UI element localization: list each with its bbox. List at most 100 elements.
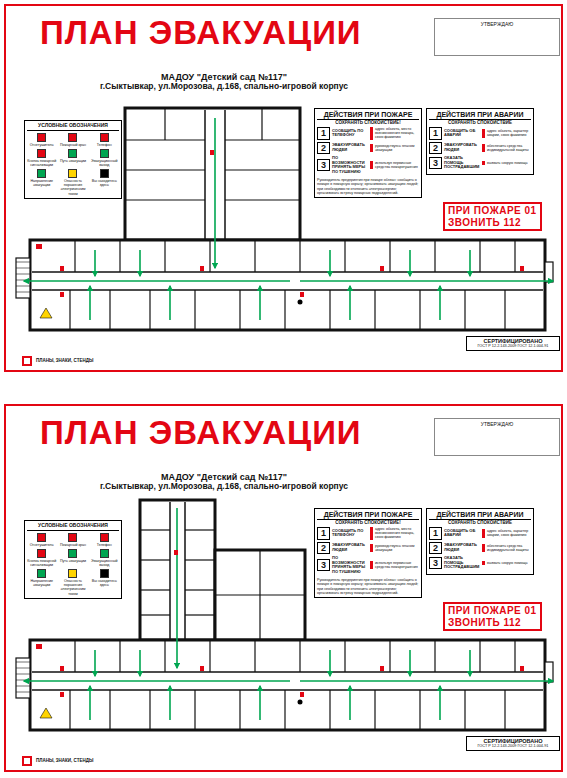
wall [261, 108, 262, 140]
electric-hazard-symbol [40, 708, 52, 718]
body-text: ЭВАКУИРОВАТЬ ЛЮДЕЙ [444, 143, 480, 152]
wall [389, 240, 390, 272]
stair-step [16, 668, 30, 669]
body-text: вызвать скорую помощь [482, 161, 531, 165]
wall [125, 169, 205, 170]
wall [224, 110, 226, 240]
legend-text: Телефон [97, 543, 112, 547]
evacuation-arrow [94, 650, 96, 676]
body-text: ОКАЗАТЬ ПОМОЩЬ ПОСТРАДАВШИМ [444, 156, 480, 170]
logo-mark [24, 758, 30, 764]
heading-text: 1 [429, 527, 442, 539]
body-text: вызвать скорую помощь [482, 561, 531, 565]
wall [514, 240, 515, 272]
stair-step [16, 268, 30, 269]
legend-box: УСЛОВНЫЕ ОБОЗНАЧЕНИЯОгнетушительПожарный… [24, 520, 122, 599]
wall [185, 529, 215, 530]
action-step: 1СООБЩИТЬ ОБ АВАРИИадрес объекта, характ… [429, 127, 531, 139]
legend-text: Пожарный кран [60, 543, 86, 547]
wall [109, 290, 110, 330]
wall [284, 290, 285, 330]
wall-outline [215, 550, 305, 640]
evacuation-arrow [329, 650, 331, 676]
legend-text: Направление эвакуации [27, 579, 56, 587]
wall [434, 240, 435, 272]
wall [185, 559, 215, 560]
evacuation-arrow [409, 650, 411, 676]
body-text: обеспечить средства индивидуальной защит… [482, 544, 531, 552]
action-step: 2ЭВАКУИРОВАТЬ ЛЮДЕЙруководствуясь планом… [317, 542, 419, 554]
evacuation-arrow [439, 286, 441, 320]
evacuation-arrow [349, 686, 351, 720]
phone-symbol [36, 244, 42, 249]
wall [194, 290, 195, 330]
legend-text: Путь эвакуации [60, 559, 86, 563]
wall [504, 690, 505, 730]
legend-swatch [100, 133, 109, 142]
evacuation-arrow [169, 286, 171, 320]
heading-text: 2 [429, 142, 442, 154]
wall [344, 640, 345, 672]
body-text: г.Сыктывкар, ул.Морозова, д.168, спально… [34, 482, 414, 492]
wall [32, 271, 543, 273]
action-step: 3ОКАЗАТЬ ПОМОЩЬ ПОСТРАДАВШИМвызвать скор… [429, 156, 531, 170]
wall [209, 640, 210, 672]
you-are-here-dot [298, 300, 303, 305]
action-step: 1СООБЩИТЬ ПО ТЕЛЕФОНУадрес объекта, мест… [317, 527, 419, 539]
body-text: ЭВАКУИРОВАТЬ ЛЮДЕЙ [444, 543, 480, 552]
fire-actions-box: ДЕЙСТВИЯ ПРИ ПОЖАРЕСОХРАНЯТЬ СПОКОЙСТВИЕ… [314, 508, 422, 598]
extinguisher-symbol [60, 292, 64, 297]
wall [215, 594, 305, 595]
logo-caption: ПЛАНЫ, ЗНАКИ, СТЕНДЫ [36, 358, 106, 363]
body-text: МАДОУ "Детский сад №117" [34, 72, 414, 82]
legend-item: Телефон [90, 133, 119, 147]
legend-item: Огнетушитель [27, 533, 56, 547]
heading-text: ПРИ ПОЖАРЕ 01 [448, 205, 537, 217]
wall [194, 690, 195, 730]
legend-item: Опасность поражения электрическим током [58, 169, 87, 196]
legend-item: Огнетушитель [27, 133, 56, 147]
legend-item: Кнопка пожарной сигнализации [27, 149, 56, 167]
wall [32, 671, 543, 673]
evacuation-plan-sheet: ПЛАН ЭВАКУАЦИИМАДОУ "Детский сад №117"г.… [4, 404, 563, 772]
legend-text: Телефон [97, 143, 112, 147]
legend-text: Путь эвакуации [60, 159, 86, 163]
extinguisher-symbol [380, 266, 384, 271]
wall [299, 240, 300, 272]
legend-item: Направление эвакуации [27, 569, 56, 596]
body-text: ЭВАКУИРОВАТЬ ЛЮДЕЙ [332, 143, 368, 152]
body-text: руководствуясь планом эвакуации [370, 144, 419, 152]
wall [514, 640, 515, 672]
wall [284, 690, 285, 730]
evacuation-arrow [469, 250, 471, 276]
evacuation-arrow [300, 680, 553, 682]
evacuation-arrow [300, 280, 553, 282]
wall [419, 290, 420, 330]
heading-text: ДЕЙСТВИЯ ПРИ АВАРИИ [429, 111, 531, 120]
wall [164, 640, 165, 672]
extinguisher-symbol [300, 692, 304, 697]
approval-box: УТВЕРЖДАЮ [434, 418, 560, 456]
body-text: ПО ВОЗМОЖНОСТИ ПРИНЯТЬ МЕРЫ ПО ТУШЕНИЮ [332, 556, 368, 574]
wall [254, 240, 255, 272]
wall [185, 589, 215, 590]
wall [239, 690, 240, 730]
body-text: СОХРАНЯТЬ СПОКОЙСТВИЕ! [317, 120, 419, 125]
legend-item: Путь эвакуации [58, 549, 87, 567]
wall [374, 690, 375, 730]
legend-item: Опасность поражения электрическим током [58, 569, 87, 596]
stair-step [16, 292, 30, 293]
legend-swatch [37, 169, 46, 178]
wall [185, 614, 215, 615]
heading-text: 3 [317, 159, 330, 171]
action-step: 2ЭВАКУИРОВАТЬ ЛЮДЕЙобеспечить средства и… [429, 542, 531, 554]
body-text: ГОСТ Р 12.2.143-2009 ГОСТ 12.1.004-91 [469, 344, 557, 348]
wall [140, 559, 170, 560]
logo-caption-holder: ПЛАНЫ, ЗНАКИ, СТЕНДЫ [36, 758, 106, 763]
body-text: адрес объекта, характер аварии, свою фам… [482, 129, 531, 137]
wall [149, 690, 150, 730]
wall [464, 690, 465, 730]
porch [545, 262, 553, 282]
heading-text: 1 [317, 127, 330, 139]
wall [419, 690, 420, 730]
